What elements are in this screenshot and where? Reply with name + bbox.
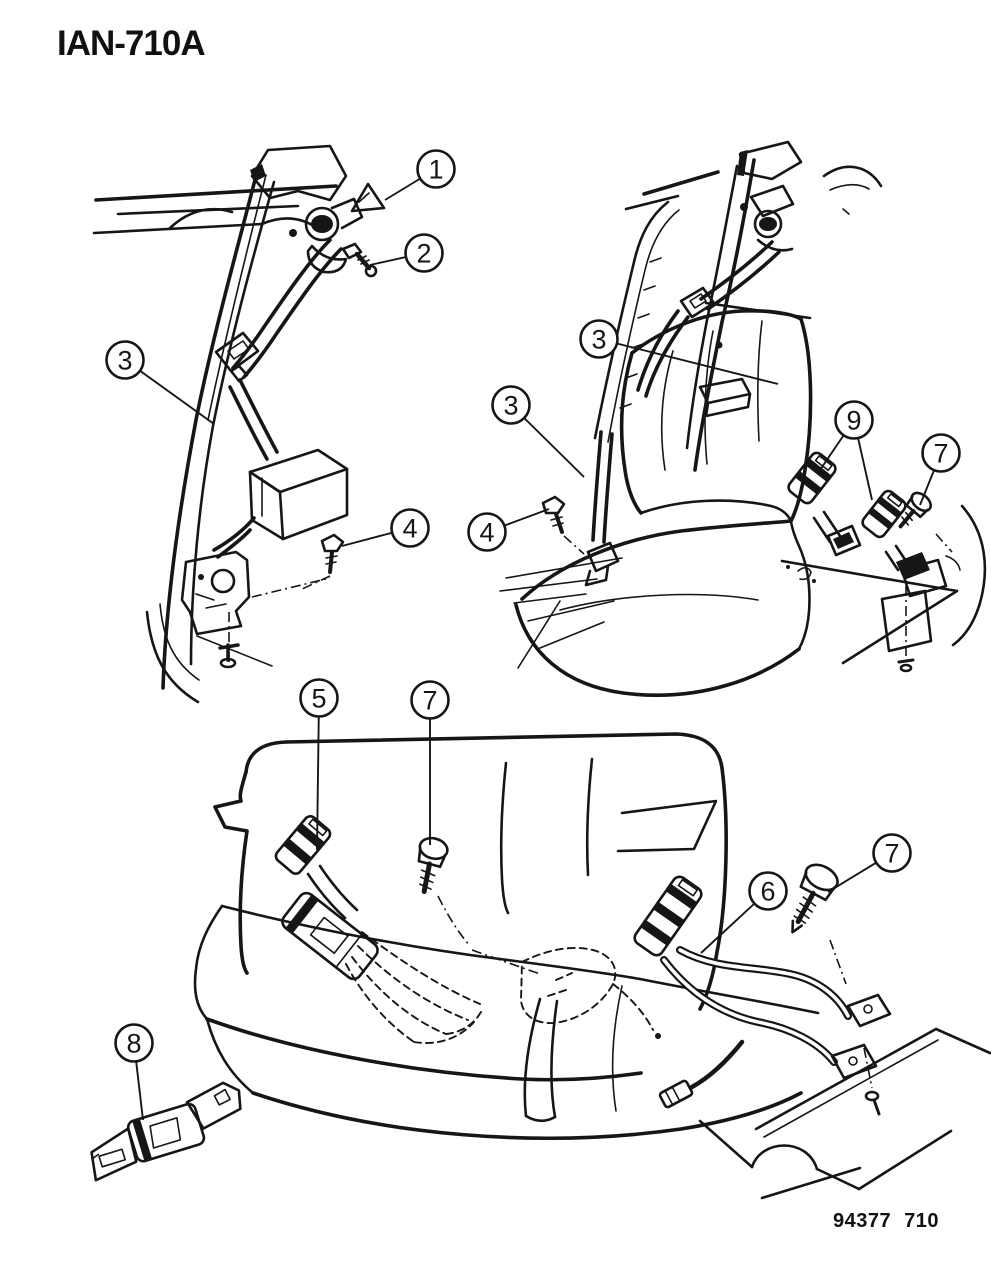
- illustration-rear-seat-belts: [193, 732, 991, 1200]
- retractor-cover-box: [212, 448, 349, 559]
- b-pillar: [161, 144, 348, 690]
- callout-circle: [299, 678, 339, 718]
- callout-3[interactable]: 3: [491, 385, 585, 478]
- callout-number: 4: [402, 514, 417, 544]
- callout-leader-line: [316, 697, 320, 851]
- callout-number: 3: [503, 391, 518, 421]
- callout-number: 8: [126, 1029, 141, 1059]
- belt-assembly-part-6: [633, 875, 892, 1116]
- callout-circle: [579, 319, 619, 359]
- callout-3[interactable]: 3: [579, 319, 779, 385]
- callout-circle: [114, 1023, 154, 1063]
- bolt-part-4: [299, 533, 345, 591]
- roof-and-window-frame: [593, 170, 850, 443]
- b-pillar-right: [685, 140, 883, 472]
- callout-circle: [416, 149, 456, 189]
- bolt-part-7-center: [417, 836, 471, 947]
- callout-layer: 1 2 3 4 3 3 4 9 7 5 7 6 7 8: [105, 149, 961, 1121]
- callout-1[interactable]: 1: [384, 149, 456, 201]
- bolt-part-4-front: [541, 495, 585, 555]
- callout-circle: [404, 233, 444, 273]
- callout-number: 5: [311, 684, 326, 714]
- callout-circle: [105, 340, 145, 380]
- callout-number: 9: [846, 406, 861, 436]
- front-seat: [514, 309, 813, 697]
- bolt-part-7-rear: [791, 863, 847, 985]
- callout-7[interactable]: 7: [410, 680, 450, 846]
- sheet-number-left: 94377: [833, 1210, 892, 1232]
- buckle-pair-part-9: [787, 451, 948, 598]
- callout-4[interactable]: 4: [341, 508, 430, 548]
- callout-number: 1: [428, 155, 443, 185]
- callout-number: 3: [591, 325, 606, 355]
- callout-circle: [410, 680, 450, 720]
- callout-9[interactable]: 9: [817, 400, 874, 501]
- callout-circle: [748, 871, 788, 911]
- callout-circle: [467, 512, 507, 552]
- hidden-webbing-dashed: [345, 931, 661, 1044]
- callout-number: 6: [760, 877, 775, 907]
- callout-7[interactable]: 7: [919, 433, 961, 506]
- callout-7[interactable]: 7: [827, 833, 912, 893]
- callout-2[interactable]: 2: [369, 233, 444, 273]
- callout-6[interactable]: 6: [700, 871, 788, 954]
- callout-3[interactable]: 3: [105, 340, 215, 425]
- callout-number: 7: [933, 439, 948, 469]
- belt-webbing-part-3: [214, 238, 343, 461]
- callout-circle: [390, 508, 430, 548]
- lower-anchor-bracket: [180, 550, 331, 669]
- callout-circle: [921, 433, 961, 473]
- turning-loop-right: [740, 184, 795, 252]
- callout-number: 7: [422, 686, 437, 716]
- callout-number: 2: [416, 239, 431, 269]
- callout-number: 7: [884, 839, 899, 869]
- callout-8[interactable]: 8: [114, 1023, 154, 1121]
- rear-deck-lines: [780, 504, 987, 673]
- rear-seat-back: [213, 732, 728, 1011]
- turning-loop-assembly: [289, 197, 364, 274]
- sill-lines: [145, 603, 200, 704]
- floor-carpet-lines: [499, 557, 623, 669]
- bolt-part-2: [341, 242, 378, 278]
- illustration-front-seat-belts: [499, 140, 987, 697]
- callout-5[interactable]: 5: [299, 678, 339, 851]
- callout-number: 3: [117, 346, 132, 376]
- extender-buckle-part-8: [90, 1081, 242, 1182]
- callout-circle: [872, 833, 912, 873]
- illustration-pillar-front-belt: [92, 144, 386, 704]
- callout-number: 4: [479, 518, 494, 548]
- sheet-number-right: 710: [904, 1210, 939, 1232]
- drawing-code-label: IAN-710A: [57, 24, 206, 63]
- roof-rail-lines: [92, 184, 338, 235]
- callout-4[interactable]: 4: [467, 508, 550, 552]
- lap-belt-front-anchor: [584, 430, 620, 587]
- callout-leader-line: [598, 338, 779, 385]
- floor-pan-lines: [698, 1027, 991, 1200]
- callout-circle: [491, 385, 531, 425]
- callout-circle: [834, 400, 874, 440]
- bolt-part-7-front: [898, 491, 961, 571]
- cover-part-1: [350, 182, 386, 213]
- rear-seat-cushion: [193, 904, 820, 1140]
- center-buckles-part-5: [274, 815, 379, 981]
- sheet-number-label: 94377 710: [833, 1210, 939, 1233]
